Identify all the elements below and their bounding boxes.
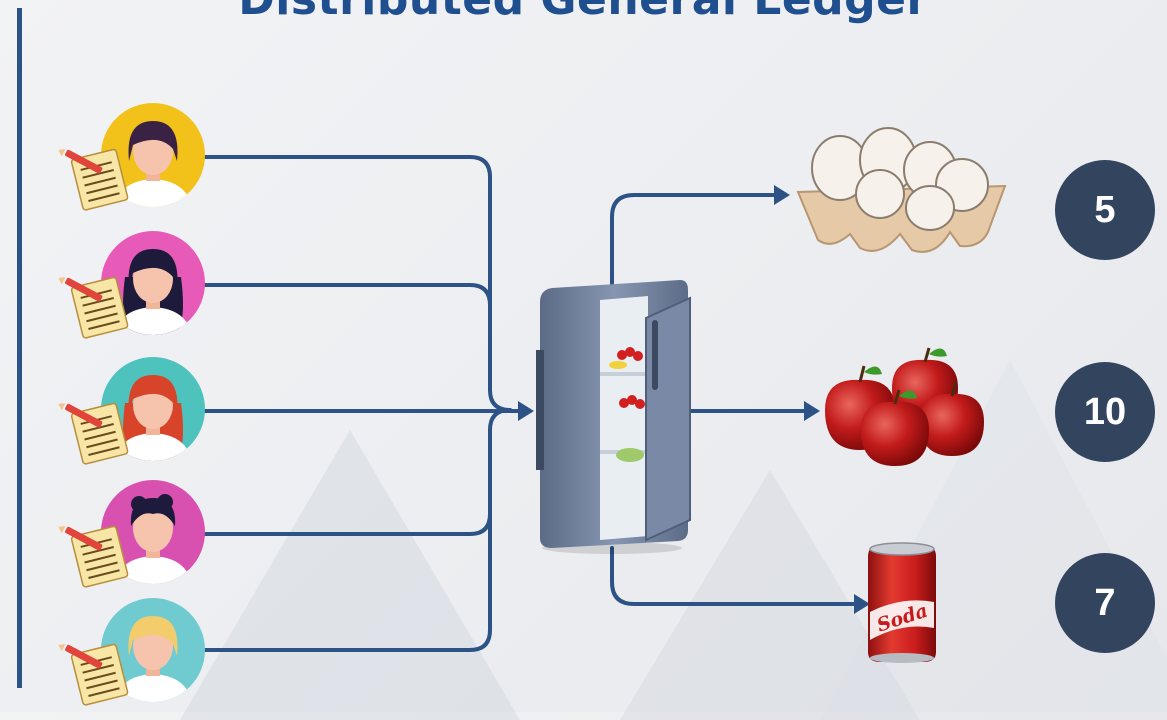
count-badge-soda: 7	[1055, 553, 1155, 653]
fridge-icon	[536, 280, 691, 554]
connector-line-soda	[610, 546, 857, 606]
count-badge-eggs: 5	[1055, 160, 1155, 260]
connector-line-5	[203, 408, 512, 652]
page-title: Distributed General Ledger	[0, 0, 1167, 25]
participant-5-notepad-icon	[58, 643, 129, 706]
count-badge-apples: 10	[1055, 362, 1155, 462]
arrowhead-soda	[854, 594, 870, 614]
participant-1-notepad-icon	[58, 148, 129, 211]
apples-icon	[825, 347, 984, 466]
participant-2-notepad-icon	[58, 276, 129, 339]
participant-5-avatar	[101, 598, 205, 702]
connector-line-eggs	[610, 193, 777, 287]
arrowhead-eggs	[774, 185, 790, 205]
arrowhead-apples	[804, 401, 820, 421]
connector-lines	[203, 155, 857, 652]
soda-can-icon: Soda	[868, 542, 936, 663]
arrowhead-fridge	[518, 401, 534, 421]
participants	[58, 103, 205, 706]
participant-4-notepad-icon	[58, 525, 129, 588]
participant-1-avatar	[101, 103, 205, 207]
left-accent-bar	[17, 8, 22, 688]
connector-line-4	[203, 428, 492, 536]
participant-3-notepad-icon	[58, 402, 129, 465]
arrowheads	[518, 185, 870, 614]
connector-line-1	[203, 155, 512, 412]
egg-carton-icon	[796, 127, 1007, 253]
connector-line-2	[203, 283, 492, 392]
